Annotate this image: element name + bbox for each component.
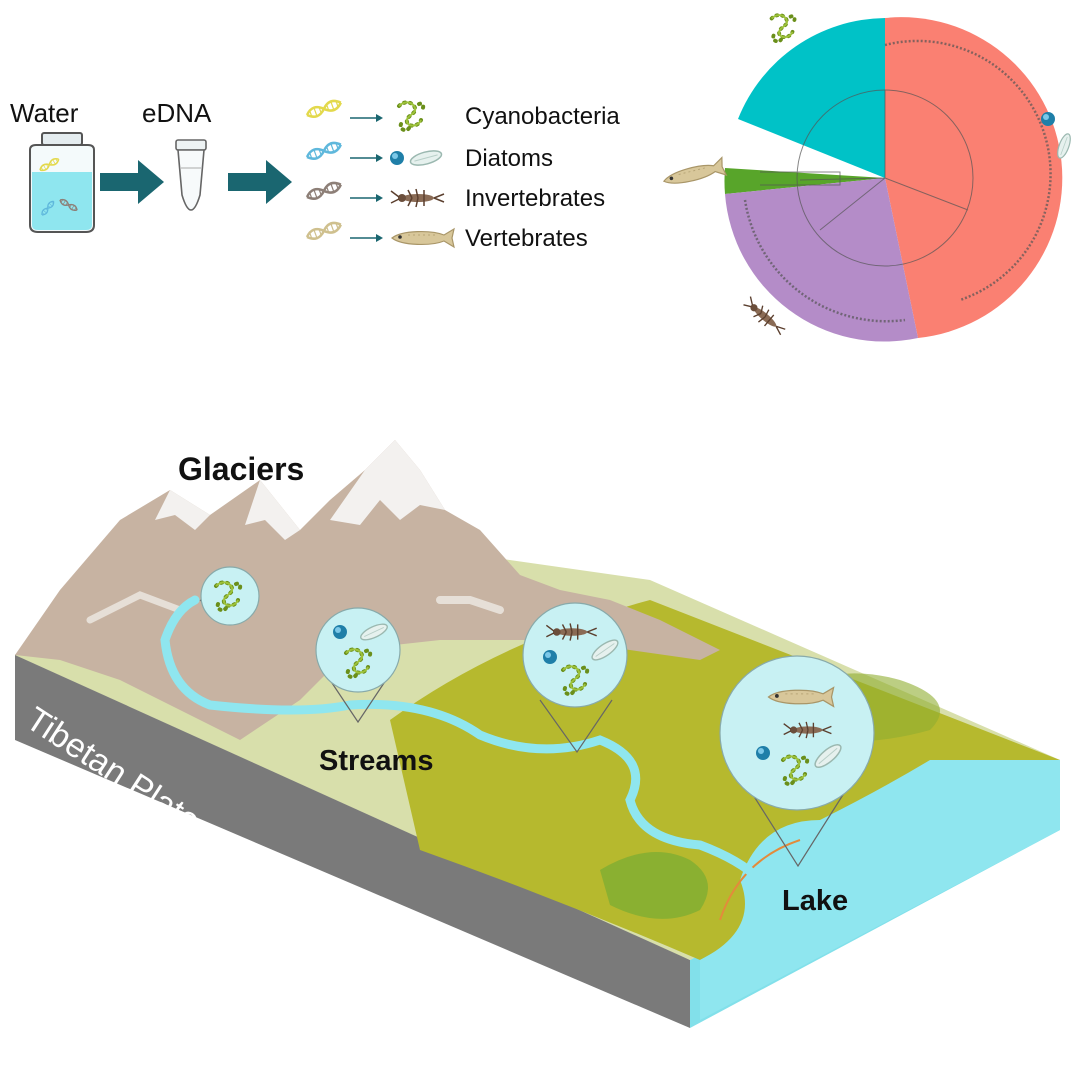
invertebrate-icon	[390, 188, 445, 208]
fish-icon	[391, 228, 455, 248]
diatom-round-icon	[390, 151, 404, 165]
stream	[160, 595, 765, 885]
diatom-round-icon	[1041, 112, 1055, 126]
streams-label: Streams	[319, 745, 434, 777]
dna-strand-icon	[304, 139, 344, 163]
water-label: Water	[10, 98, 79, 128]
diatom-round-icon	[543, 650, 557, 664]
sample-bubble-lake	[719, 655, 875, 868]
snow-cap	[330, 440, 445, 525]
sample-bubble-stream	[315, 607, 401, 724]
glaciers-label: Glaciers	[178, 451, 305, 487]
lake-surface	[700, 760, 1060, 1020]
lake-label: Lake	[782, 885, 849, 917]
taxon-label-cyanobacteria: Cyanobacteria	[465, 103, 620, 130]
diatom-round-icon	[756, 746, 770, 760]
landscape-block	[15, 440, 1060, 1028]
cyanobacteria-icon	[769, 13, 797, 44]
taxa-row-invertebrates	[304, 179, 445, 208]
dna-strand-icon	[304, 219, 344, 243]
taxon-label-invertebrates: Invertebrates	[465, 185, 606, 212]
dna-strand-icon	[304, 97, 344, 121]
tree-sector-cyanobacteria	[738, 18, 885, 178]
water-bottle-icon	[29, 132, 95, 233]
plateau-rock-side	[15, 655, 690, 1028]
cyanobacteria-icon	[397, 100, 426, 133]
taxa-row-vertebrates	[304, 219, 455, 248]
tube-to-taxa-arrow	[228, 160, 292, 204]
diatom-round-icon	[333, 625, 347, 639]
taxon-label-diatoms: Diatoms	[465, 145, 554, 172]
taxon-label-vertebrates: Vertebrates	[465, 225, 588, 252]
taxa-row-diatoms	[304, 139, 444, 169]
tree-sector-vertebrates	[724, 168, 885, 194]
taxa-row-cyanobacteria	[304, 97, 426, 133]
phylogenetic-tree	[661, 13, 1074, 342]
sample-bubble-glacier	[199, 566, 260, 626]
tree-sector-diatoms	[885, 17, 1063, 338]
sample-bubble-river	[522, 602, 628, 754]
fish-icon	[661, 156, 727, 191]
dna-strand-icon	[304, 179, 344, 203]
edna-label: eDNA	[142, 98, 212, 128]
bottle-to-tube-arrow	[100, 160, 164, 204]
sample-tube-icon	[175, 139, 207, 211]
tree-sector-invertebrates	[725, 178, 918, 342]
diatom-icon	[408, 147, 444, 169]
